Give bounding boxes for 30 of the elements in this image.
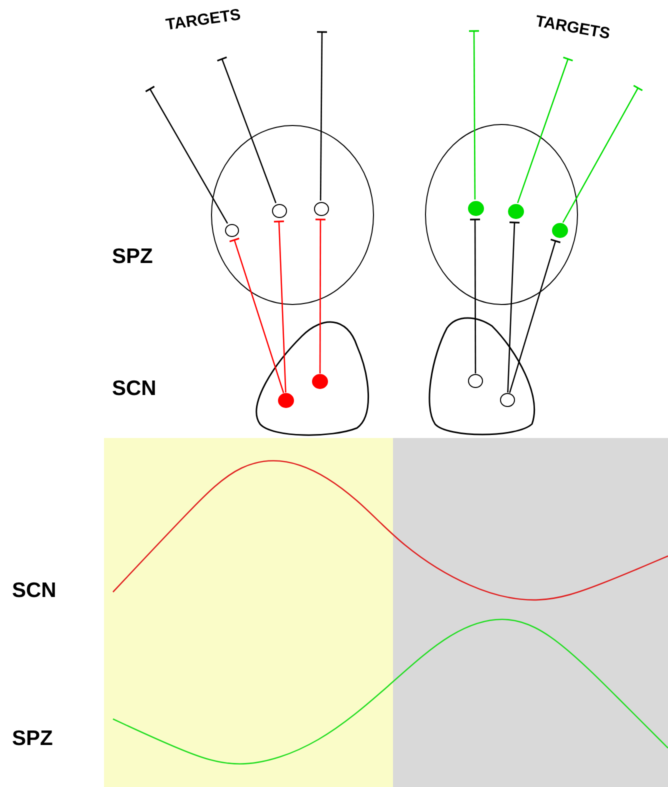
neuron-circle xyxy=(272,204,287,218)
neuron-dot xyxy=(552,223,568,238)
inhibitory-connector xyxy=(509,238,562,393)
inhibitory-connector xyxy=(517,56,574,204)
inhibitory-connector xyxy=(314,218,326,374)
inhibitory-connector xyxy=(562,84,644,223)
neuron-dot xyxy=(508,204,524,219)
inhibitory-connector xyxy=(216,56,276,204)
neuron-dot xyxy=(312,374,328,389)
region-ellipse xyxy=(425,124,578,305)
row-label: SCN xyxy=(112,378,156,399)
inhibitory-connector xyxy=(469,218,481,374)
inhibitory-connector xyxy=(144,86,228,224)
region-ellipse xyxy=(211,125,374,305)
neuron-circle xyxy=(500,393,515,407)
row-label: SCN xyxy=(12,580,56,601)
inhibitory-connector xyxy=(468,30,480,200)
inhibitory-connector xyxy=(507,222,520,393)
neuron-dot xyxy=(278,393,294,408)
neuron-circle xyxy=(468,374,483,388)
neuron-circle xyxy=(314,202,329,216)
row-label: SPZ xyxy=(112,246,153,267)
targets-label: TARGETS xyxy=(534,14,612,43)
inhibitory-connector xyxy=(316,31,328,200)
inhibitory-connector xyxy=(228,238,284,394)
neuron-circle xyxy=(225,224,239,237)
neuron-dot xyxy=(468,201,484,216)
row-label: SPZ xyxy=(12,728,53,749)
inhibitory-connector xyxy=(273,220,286,393)
targets-label: TARGETS xyxy=(165,8,242,34)
